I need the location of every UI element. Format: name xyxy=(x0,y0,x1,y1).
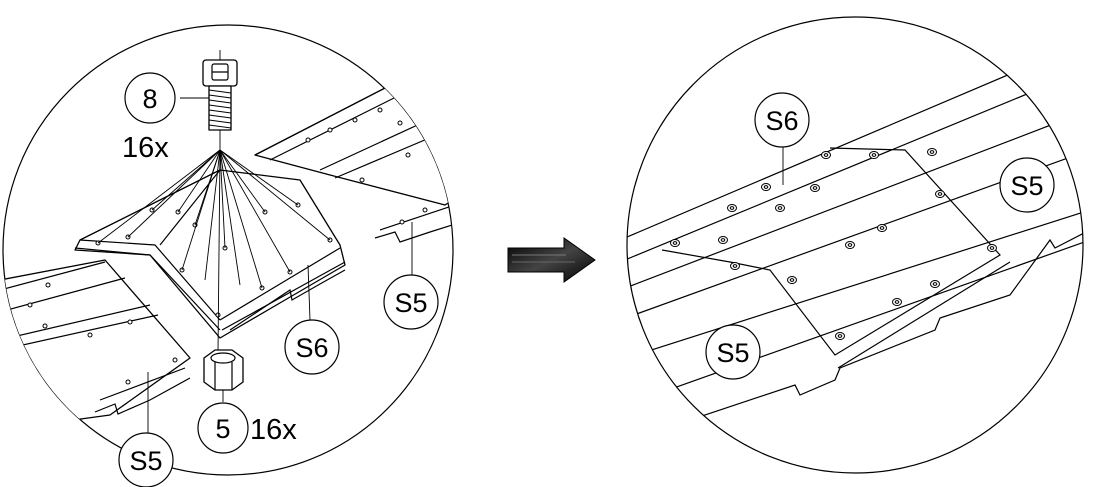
part-label-s5-top-right: S5 xyxy=(383,274,439,330)
svg-text:5: 5 xyxy=(215,414,230,444)
part-label-s6-top: S6 xyxy=(754,92,810,148)
part-label-s5-bottom-left: S5 xyxy=(118,432,174,487)
cover-s6-center xyxy=(74,169,346,339)
nut-quantity: 16x xyxy=(250,414,297,446)
nut-callout: 5 xyxy=(197,402,249,454)
svg-text:S5: S5 xyxy=(129,446,162,476)
svg-text:S6: S6 xyxy=(295,333,328,363)
part-label-s6-center: S6 xyxy=(284,319,340,375)
svg-text:S6: S6 xyxy=(765,106,798,136)
part-label-s5-right: S5 xyxy=(999,157,1055,213)
bolt-icon xyxy=(202,50,238,150)
svg-text:8: 8 xyxy=(142,84,157,114)
assembly-lines xyxy=(97,149,331,353)
screw-heads xyxy=(670,148,997,340)
part-label-s5-left: S5 xyxy=(705,324,761,380)
nut-icon xyxy=(203,349,244,402)
right-detail-view: S6 S5 S5 xyxy=(626,16,1084,474)
svg-text:S5: S5 xyxy=(1010,171,1043,201)
left-detail-view: 8 16x S5 S6 5 16x S5 xyxy=(2,24,454,487)
bolt-quantity: 16x xyxy=(122,132,169,164)
svg-text:S5: S5 xyxy=(394,288,427,318)
bolt-callout: 8 xyxy=(124,72,176,124)
transition-arrow-icon xyxy=(507,237,596,283)
svg-text:S5: S5 xyxy=(716,338,749,368)
